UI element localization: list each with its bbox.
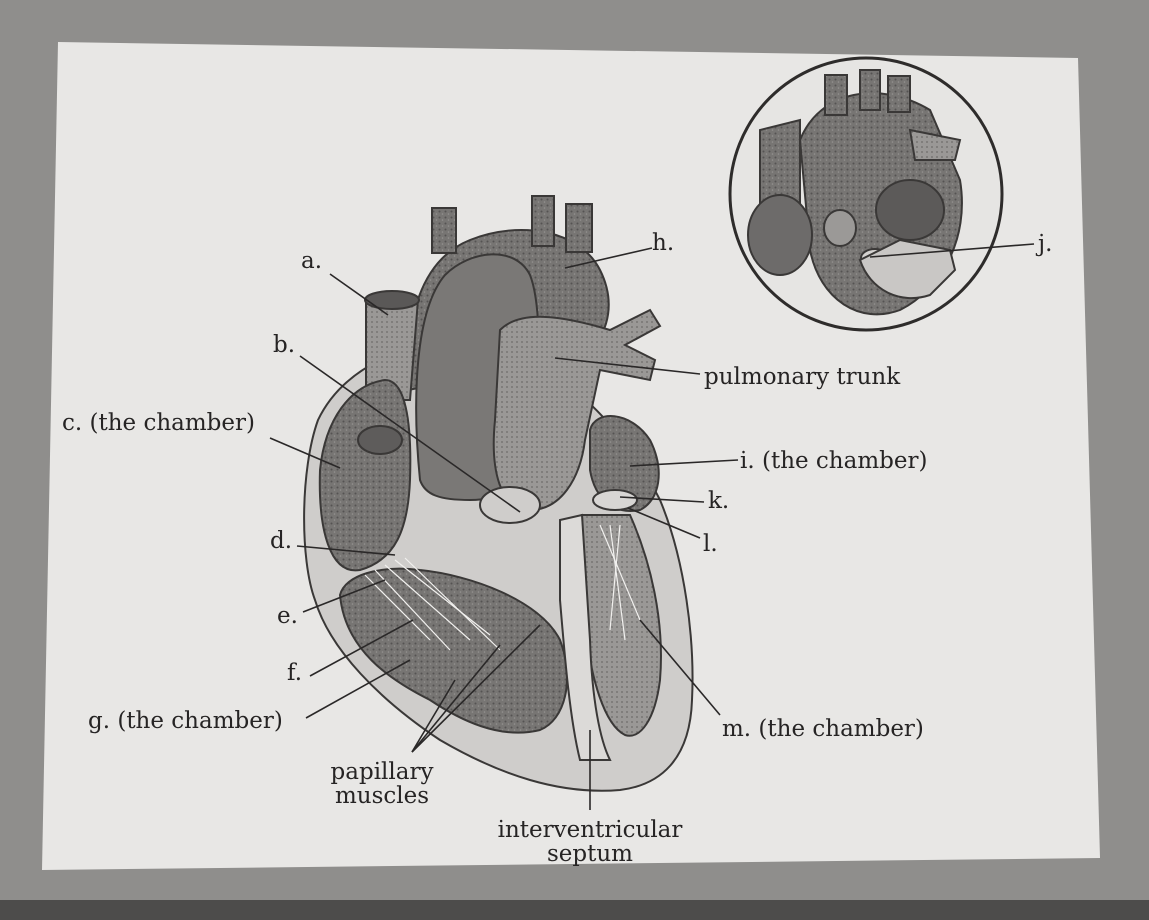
right-atrium-inner [357,425,403,455]
heart-illustration [303,195,694,792]
chordae-tendineae [364,524,641,651]
label-pulmonary-trunk: pulmonary trunk [704,364,901,390]
leader-l [627,507,701,539]
pulmonary-trunk-vessel [492,308,662,512]
leader-pulmonary [554,357,701,375]
leader-j [869,243,1035,258]
label-e: e. [277,603,298,629]
label-papillary-muscles: papillary muscles [312,760,452,808]
leader-c [269,437,341,469]
mitral-valve [592,489,638,511]
label-d: d. [270,528,293,554]
label-k: k. [708,488,730,514]
leader-m [639,619,721,716]
label-i: i. (the chamber) [740,448,928,474]
label-septum-line-2: septum [546,841,633,868]
label-c: c. (the chamber) [62,410,255,436]
label-a: a. [301,248,323,274]
leader-k [619,496,705,503]
leader-b [299,355,521,513]
table-bottom-edge [0,900,1149,920]
vena-cava-opening [364,290,420,310]
label-j: j. [1038,231,1053,257]
aortic-branch-2 [531,195,555,247]
label-f: f. [287,660,303,686]
leader-papillary-2 [411,644,501,753]
leader-f [309,619,414,677]
leader-e [302,579,386,613]
aortic-branch-3 [565,203,593,253]
label-m: m. (the chamber) [722,716,924,742]
right-ventricle [338,567,568,734]
label-septum-line-1: interventricular [497,817,683,843]
left-ventricle [580,514,662,737]
leader-i [629,459,739,467]
label-h: h. [652,230,675,256]
leader-papillary-3 [411,624,541,753]
label-papillary-line-1: papillary [330,759,434,785]
leader-g [305,659,411,719]
septum-wall [559,513,612,761]
inset-circle [728,56,1004,332]
leader-a [329,273,389,316]
label-b: b. [273,332,296,358]
label-g: g. (the chamber) [88,708,283,734]
label-interventricular-septum: interventricular septum [480,818,700,866]
label-papillary-line-2: muscles [334,783,430,810]
leader-papillary-1 [411,679,456,753]
leader-d [296,545,396,556]
aortic-branch-1 [431,207,457,254]
leader-lines [269,243,1035,810]
leader-h [564,247,653,269]
label-l: l. [703,531,718,557]
